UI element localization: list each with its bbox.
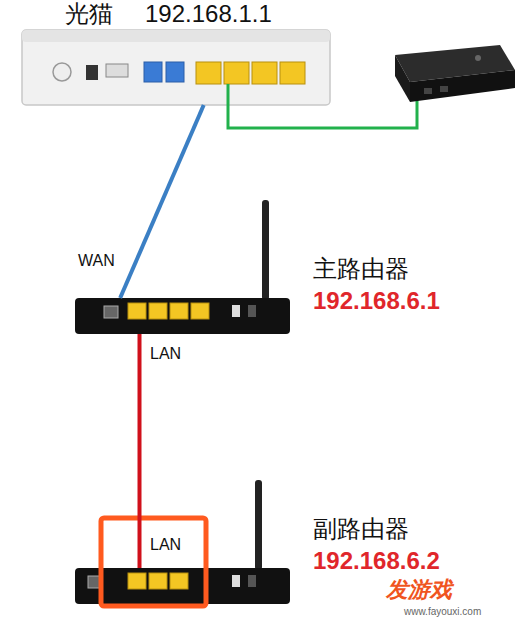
usb-port: [106, 64, 128, 77]
lan-port: [149, 573, 167, 589]
switch: [232, 575, 240, 587]
lan-port: [196, 62, 221, 84]
wan-port: [104, 306, 118, 318]
device-name: 副路由器: [313, 516, 409, 542]
port-label: WAN: [78, 252, 115, 270]
lan-port: [252, 62, 277, 84]
antenna: [255, 480, 262, 570]
modem-box: 光猫192.168.1.1: [22, 30, 330, 105]
lan-port: [128, 573, 146, 589]
box-port: [440, 86, 448, 92]
port-label: LAN: [150, 345, 181, 363]
modem-body: [22, 30, 330, 105]
lan-port: [128, 303, 146, 319]
router-box: 主路由器192.168.6.1: [75, 298, 290, 334]
ip-address: 192.168.6.2: [313, 548, 440, 574]
device-name: 主路由器: [313, 256, 409, 282]
modem-top: [22, 30, 330, 42]
network-cable: [120, 105, 204, 298]
router-body: [75, 298, 290, 334]
ip-address: 192.168.1.1: [145, 1, 272, 27]
highlight-frame: [101, 518, 206, 606]
lan-port: [170, 303, 188, 319]
phone-port: [144, 62, 162, 82]
router-box: 副路由器192.168.6.2: [75, 568, 290, 604]
set-top-box: [395, 55, 410, 102]
lan-port: [149, 303, 167, 319]
power-jack: [248, 575, 256, 587]
network-cable: [228, 84, 417, 128]
box-port: [424, 88, 432, 94]
watermark-url: www.fayouxi.com: [404, 606, 481, 617]
lan-port: [170, 573, 188, 589]
power-button: [53, 63, 71, 81]
phone-port: [166, 62, 184, 82]
watermark: 发游戏: [386, 578, 452, 602]
lan-port: [280, 62, 305, 84]
box-logo: [475, 55, 481, 61]
antenna: [262, 200, 269, 300]
ip-address: 192.168.6.1: [313, 288, 440, 314]
switch: [232, 305, 240, 317]
router-body: [75, 568, 290, 604]
power-jack: [86, 65, 98, 80]
set-top-box: [410, 70, 515, 102]
power-jack: [248, 305, 256, 317]
network-cable: [138, 334, 142, 568]
device-name: 光猫: [65, 1, 113, 27]
lan-port: [191, 303, 209, 319]
lan-port: [224, 62, 249, 84]
port-label: LAN: [150, 536, 181, 554]
